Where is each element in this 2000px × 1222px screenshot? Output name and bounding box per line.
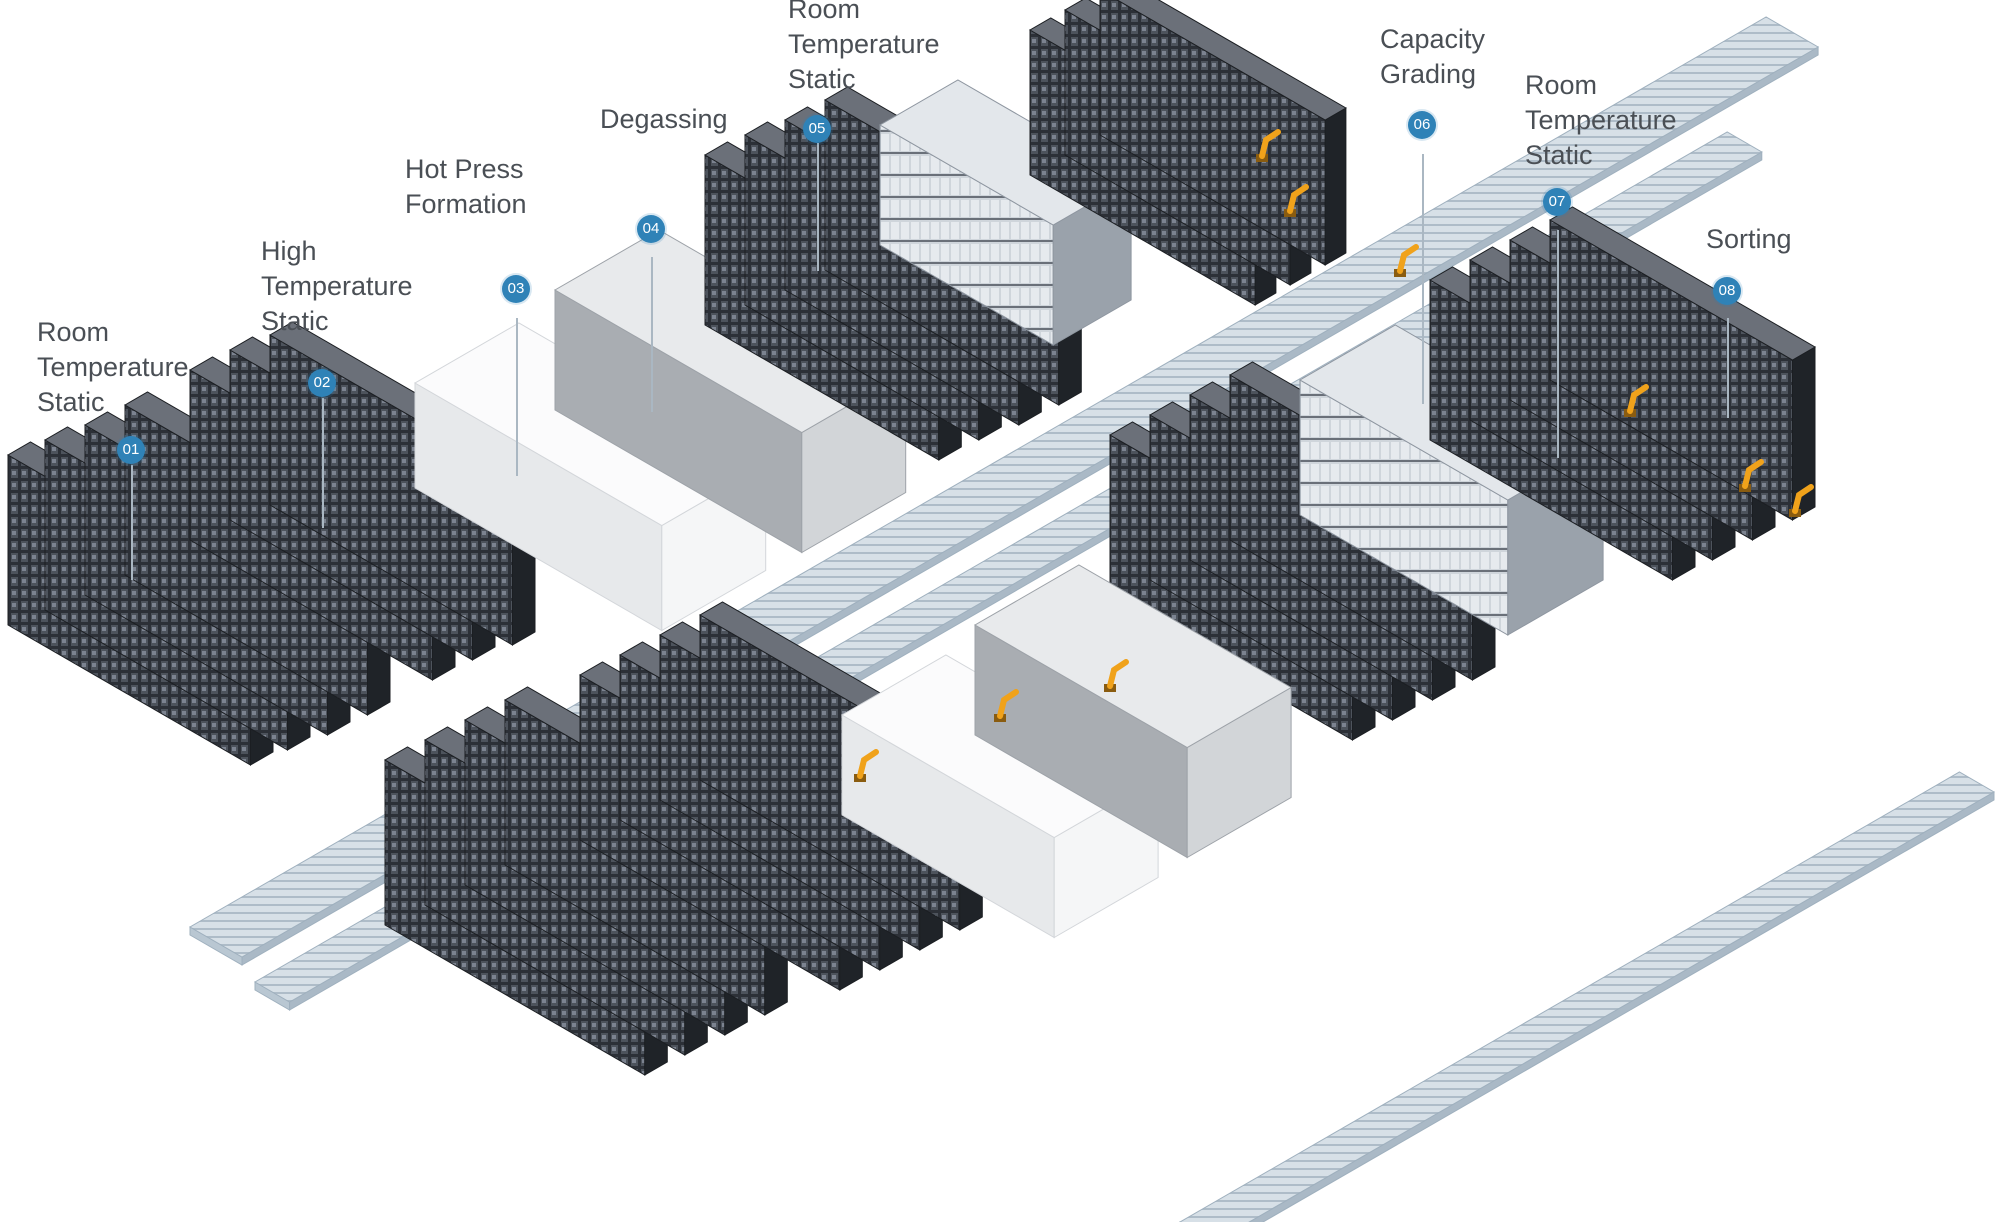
robot-arm-link bbox=[857, 749, 879, 779]
station-marker-02[interactable]: 02 bbox=[308, 369, 336, 397]
station-label-04-line-1: Degassing bbox=[600, 104, 728, 134]
robot-arm-link bbox=[1792, 484, 1814, 514]
station-marker-08[interactable]: 08 bbox=[1713, 277, 1741, 305]
right-conveyor-spine-top-face bbox=[1179, 771, 1995, 1222]
station-label-07-line-3: Static bbox=[1525, 140, 1593, 170]
station-label-05-line-2: Temperature bbox=[788, 29, 940, 59]
robot-arm-link bbox=[997, 689, 1019, 719]
robot-arm-link bbox=[1397, 244, 1419, 274]
robot-arms bbox=[854, 129, 1814, 782]
station-label-01-line-1: Room bbox=[37, 317, 110, 347]
robot-arm-link bbox=[1627, 384, 1649, 414]
robot-arm-7 bbox=[1104, 659, 1129, 692]
station-label-05-line-3: Static bbox=[788, 64, 856, 94]
rack-row-station06-3 bbox=[1099, 0, 1347, 266]
station-label-02-line-3: Static bbox=[261, 306, 329, 336]
robot-arm-2 bbox=[1284, 184, 1309, 217]
robot-arm-link bbox=[1287, 184, 1309, 214]
station-label-07-line-1: Room bbox=[1525, 70, 1598, 100]
station-label-08: Sorting bbox=[1706, 222, 1792, 257]
station-label-03-line-2: Formation bbox=[405, 189, 527, 219]
station-label-08-line-1: Sorting bbox=[1706, 224, 1792, 254]
leader-line-02 bbox=[322, 398, 324, 528]
robot-arm-link bbox=[1259, 129, 1281, 159]
leader-line-05 bbox=[817, 143, 819, 271]
robot-arm-3 bbox=[1394, 244, 1419, 277]
chamber-lower-dark-top-face bbox=[974, 564, 1293, 749]
station-label-05: Room Temperature Static bbox=[788, 0, 940, 97]
station-label-02: High Temperature Static bbox=[261, 234, 413, 339]
robot-arm-4 bbox=[1624, 384, 1649, 417]
rack-row-station07-4 bbox=[1549, 206, 1816, 521]
chamber-lower-dark bbox=[974, 564, 1293, 859]
leader-line-01 bbox=[131, 465, 133, 580]
station-label-04: Degassing bbox=[600, 102, 728, 137]
station-marker-03[interactable]: 03 bbox=[502, 275, 530, 303]
station-label-06-line-1: Capacity bbox=[1380, 24, 1486, 54]
rack-systems bbox=[7, 0, 1816, 1076]
rack-row-station06-3-top-face bbox=[1116, 0, 1347, 121]
robot-arm-8 bbox=[994, 689, 1019, 722]
station-label-05-line-1: Room bbox=[788, 0, 861, 24]
leader-line-07 bbox=[1557, 230, 1559, 458]
station-marker-06[interactable]: 06 bbox=[1408, 111, 1436, 139]
station-marker-05[interactable]: 05 bbox=[803, 115, 831, 143]
robot-arm-6 bbox=[1789, 484, 1814, 517]
station-label-03: Hot Press Formation bbox=[405, 152, 527, 222]
station-label-02-line-1: High bbox=[261, 236, 317, 266]
robot-arm-9 bbox=[854, 749, 879, 782]
leader-line-08 bbox=[1727, 318, 1729, 418]
leader-line-04 bbox=[651, 257, 653, 412]
station-label-01-line-2: Temperature bbox=[37, 352, 189, 382]
robot-arm-link bbox=[1742, 459, 1764, 489]
leader-line-06 bbox=[1422, 154, 1424, 404]
station-label-06: Capacity Grading bbox=[1380, 22, 1485, 92]
robot-arm-link bbox=[1107, 659, 1129, 689]
robot-arm-5 bbox=[1739, 459, 1764, 492]
station-marker-04[interactable]: 04 bbox=[637, 215, 665, 243]
station-label-07: Room Temperature Static bbox=[1525, 68, 1677, 173]
station-marker-07[interactable]: 07 bbox=[1543, 188, 1571, 216]
robot-arm-1 bbox=[1256, 129, 1281, 162]
rack-row-station06-3-end-face bbox=[1324, 107, 1347, 266]
station-marker-01[interactable]: 01 bbox=[117, 436, 145, 464]
station-label-01: Room Temperature Static bbox=[37, 315, 189, 420]
station-label-03-line-1: Hot Press bbox=[405, 154, 524, 184]
leader-line-03 bbox=[516, 318, 518, 476]
station-label-02-line-2: Temperature bbox=[261, 271, 413, 301]
station-label-01-line-3: Static bbox=[37, 387, 105, 417]
station-label-06-line-2: Grading bbox=[1380, 59, 1477, 89]
station-label-07-line-2: Temperature bbox=[1525, 105, 1677, 135]
right-conveyor-spine bbox=[1179, 771, 1995, 1222]
